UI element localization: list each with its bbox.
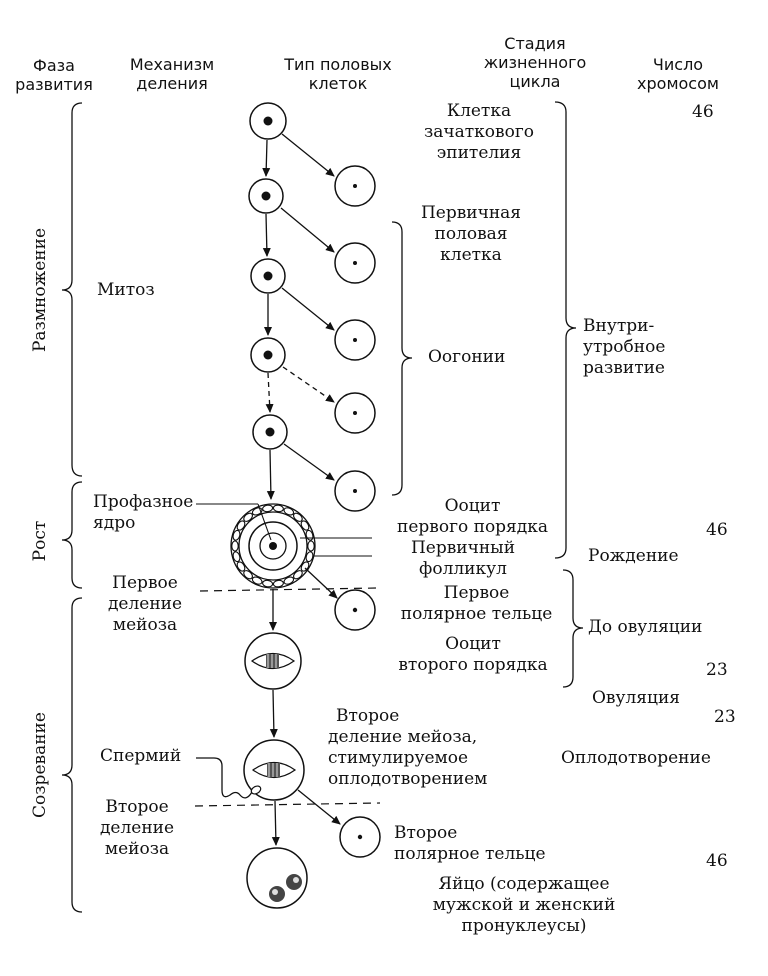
follicle-cell <box>262 504 274 513</box>
phase-maturation: Созревание <box>30 712 50 818</box>
cell-second-polar-body <box>339 816 381 858</box>
follicle-cell <box>305 551 314 563</box>
sperm <box>196 757 262 799</box>
follicle-cell <box>300 520 310 531</box>
cell-mitosis-1 <box>248 178 284 214</box>
cell-side-4 <box>334 392 376 434</box>
cell-mitosis-2 <box>250 258 286 294</box>
follicle-cell <box>236 561 246 572</box>
chromosomes-oocyte2: 23 <box>706 660 728 680</box>
arrow-v7 <box>269 689 278 738</box>
cell-egg <box>246 847 308 909</box>
follicle-cell <box>243 570 253 580</box>
cell-fertilized-oocyte <box>243 739 305 801</box>
cell-side-2 <box>334 242 376 284</box>
cell-secondary-oocyte <box>244 632 302 690</box>
chromosomes-ovulation: 23 <box>714 707 736 727</box>
arrow-d1 <box>281 133 335 177</box>
follicle-cell <box>236 520 246 531</box>
follicle-cell <box>232 551 241 563</box>
chromosomes-start: 46 <box>692 102 714 122</box>
follicle-cell <box>283 576 295 585</box>
chromosomes-egg: 46 <box>706 851 728 871</box>
follicle-cell <box>251 576 263 585</box>
cell-mitosis-3 <box>250 337 286 373</box>
primary-follicle <box>230 503 316 589</box>
label-oogonia: Оогонии <box>428 347 506 367</box>
stage-before-ovulation: До овуляции <box>588 617 703 637</box>
brace-growth <box>61 481 83 589</box>
arrow-d7 <box>297 789 341 825</box>
separator-meiosis1 <box>199 587 379 592</box>
follicle-cell <box>243 512 253 522</box>
follicle-cell <box>293 570 303 580</box>
arrow-d4 <box>282 366 335 403</box>
brace-before-ovulation <box>562 569 584 688</box>
arrow-d2 <box>280 207 335 253</box>
arrow-v5 <box>266 449 275 500</box>
arrow-v8 <box>271 800 280 846</box>
stage-birth: Рождение <box>588 546 679 566</box>
cell-side-5 <box>334 470 376 512</box>
arrow-v4 <box>265 372 274 413</box>
mechanism-sperm: Спермий <box>100 746 182 766</box>
cell-mitosis-4 <box>252 414 288 450</box>
phase-reproduction: Размножение <box>30 227 50 353</box>
cell-first-polar-body <box>334 589 376 631</box>
cell-side-3 <box>334 319 376 361</box>
follicle-cell <box>272 579 284 588</box>
follicle-cell <box>231 540 239 552</box>
follicle-cell <box>232 529 241 541</box>
separator-meiosis2 <box>194 802 381 807</box>
cell-side-1 <box>334 165 376 207</box>
brace-reproduction <box>61 102 83 477</box>
arrow-d6 <box>304 567 338 599</box>
stage-fertilization: Оплодотворение <box>561 748 711 768</box>
chromosomes-oocyte1: 46 <box>706 520 728 540</box>
follicle-cell <box>272 504 284 513</box>
follicle-cell <box>283 507 295 516</box>
mechanism-mitosis: Митоз <box>97 280 155 300</box>
brace-oogonia <box>391 221 413 496</box>
arrow-d5 <box>283 443 335 481</box>
cell-germinal-epithelium <box>249 102 287 140</box>
stage-ovulation: Овуляция <box>592 688 681 708</box>
follicle-cell <box>262 579 274 588</box>
arrow-v2 <box>262 213 271 257</box>
phase-growth: Рост <box>30 520 50 562</box>
brace-intrauterine <box>554 101 577 559</box>
arrow-v1 <box>262 139 271 177</box>
follicle-cell <box>307 540 315 552</box>
follicle-cell <box>300 561 310 572</box>
brace-maturation <box>61 597 83 913</box>
arrow-d3 <box>281 287 335 331</box>
follicle-cell <box>293 512 303 522</box>
